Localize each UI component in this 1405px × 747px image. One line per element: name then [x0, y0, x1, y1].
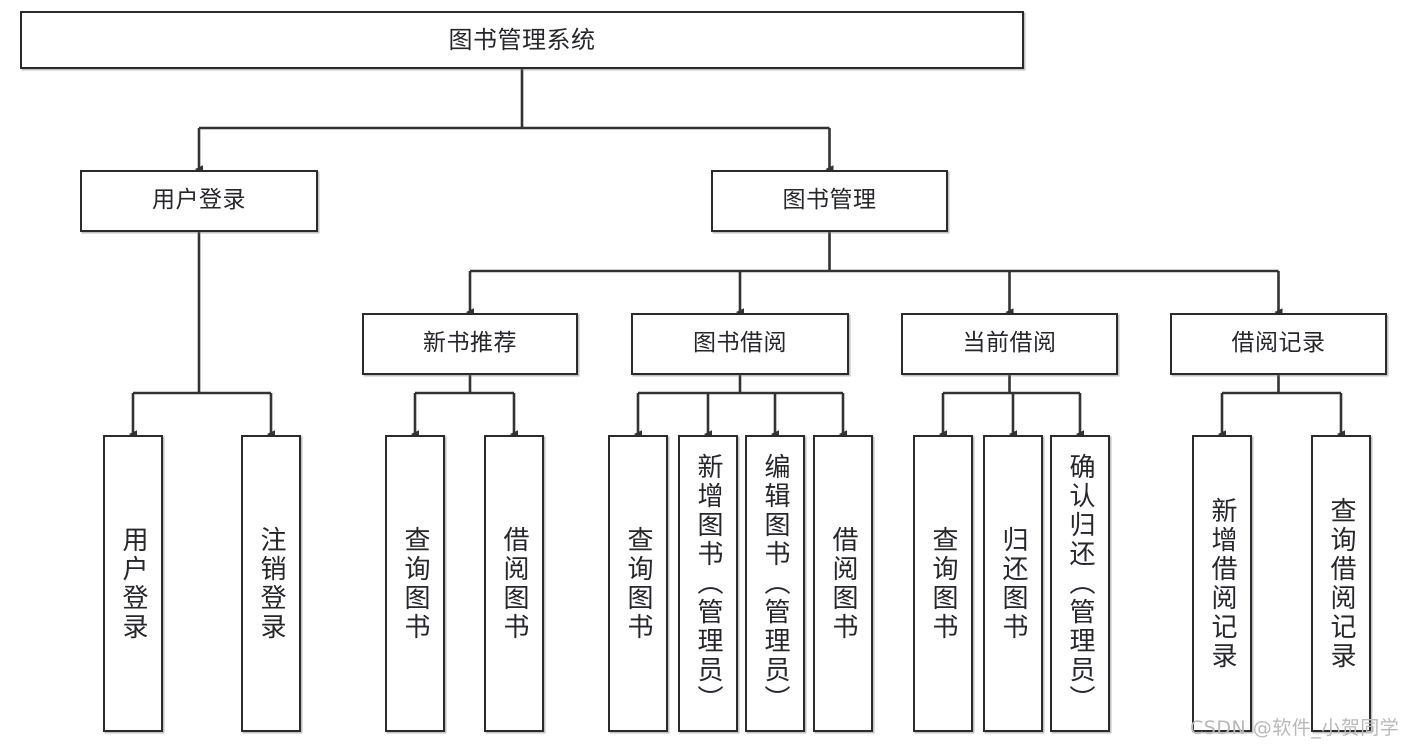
node-leaf-add-book[interactable]: 新增图书（管理员）: [678, 435, 738, 732]
node-book-manage[interactable]: 图书管理: [711, 170, 948, 232]
node-current-borrow[interactable]: 当前借阅: [901, 313, 1118, 375]
node-book-borrow-label: 图书借阅: [693, 330, 787, 357]
node-book-borrow[interactable]: 图书借阅: [631, 313, 849, 375]
node-root-label: 图书管理系统: [448, 25, 596, 54]
node-new-book-rec[interactable]: 新书推荐: [362, 313, 578, 375]
node-leaf-add-record-label: 新增借阅记录: [1207, 496, 1237, 671]
node-leaf-query-record[interactable]: 查询借阅记录: [1311, 435, 1371, 732]
node-leaf-return-book[interactable]: 归还图书: [983, 435, 1043, 732]
node-leaf-return-book-label: 归还图书: [998, 525, 1028, 642]
node-leaf-add-book-label: 新增图书（管理员）: [693, 453, 723, 714]
node-leaf-edit-book-label: 编辑图书（管理员）: [760, 453, 790, 714]
node-leaf-borrow-book-2[interactable]: 借阅图书: [813, 435, 873, 732]
node-book-manage-label: 图书管理: [782, 187, 877, 214]
node-leaf-add-record[interactable]: 新增借阅记录: [1192, 435, 1252, 732]
node-leaf-confirm-return-label: 确认归还（管理员）: [1065, 453, 1095, 714]
node-current-borrow-label: 当前借阅: [962, 330, 1057, 357]
node-leaf-query-book-3-label: 查询图书: [928, 525, 958, 642]
node-leaf-confirm-return[interactable]: 确认归还（管理员）: [1050, 435, 1110, 732]
node-leaf-borrow-book-1[interactable]: 借阅图书: [484, 435, 544, 732]
node-leaf-query-book-2-label: 查询图书: [623, 525, 653, 642]
node-leaf-user-login[interactable]: 用户登录: [103, 435, 163, 732]
node-root[interactable]: 图书管理系统: [20, 11, 1024, 69]
csdn-watermark: CSDN @软件_小贺同学: [1190, 717, 1400, 739]
node-new-book-rec-label: 新书推荐: [423, 330, 517, 357]
node-leaf-user-login-label: 用户登录: [118, 525, 148, 642]
node-user-login[interactable]: 用户登录: [80, 170, 318, 232]
node-borrow-record[interactable]: 借阅记录: [1170, 313, 1387, 375]
node-leaf-query-book-1[interactable]: 查询图书: [385, 435, 445, 732]
node-leaf-borrow-book-2-label: 借阅图书: [828, 525, 858, 642]
node-borrow-record-label: 借阅记录: [1231, 330, 1326, 357]
node-leaf-query-book-2[interactable]: 查询图书: [608, 435, 668, 732]
node-leaf-user-logout[interactable]: 注销登录: [241, 435, 301, 732]
node-leaf-query-record-label: 查询借阅记录: [1326, 496, 1356, 671]
node-leaf-query-book-3[interactable]: 查询图书: [913, 435, 973, 732]
node-leaf-user-logout-label: 注销登录: [256, 525, 286, 642]
node-leaf-borrow-book-1-label: 借阅图书: [499, 525, 529, 642]
node-leaf-edit-book[interactable]: 编辑图书（管理员）: [745, 435, 805, 732]
node-user-login-label: 用户登录: [152, 187, 246, 214]
node-leaf-query-book-1-label: 查询图书: [400, 525, 430, 642]
